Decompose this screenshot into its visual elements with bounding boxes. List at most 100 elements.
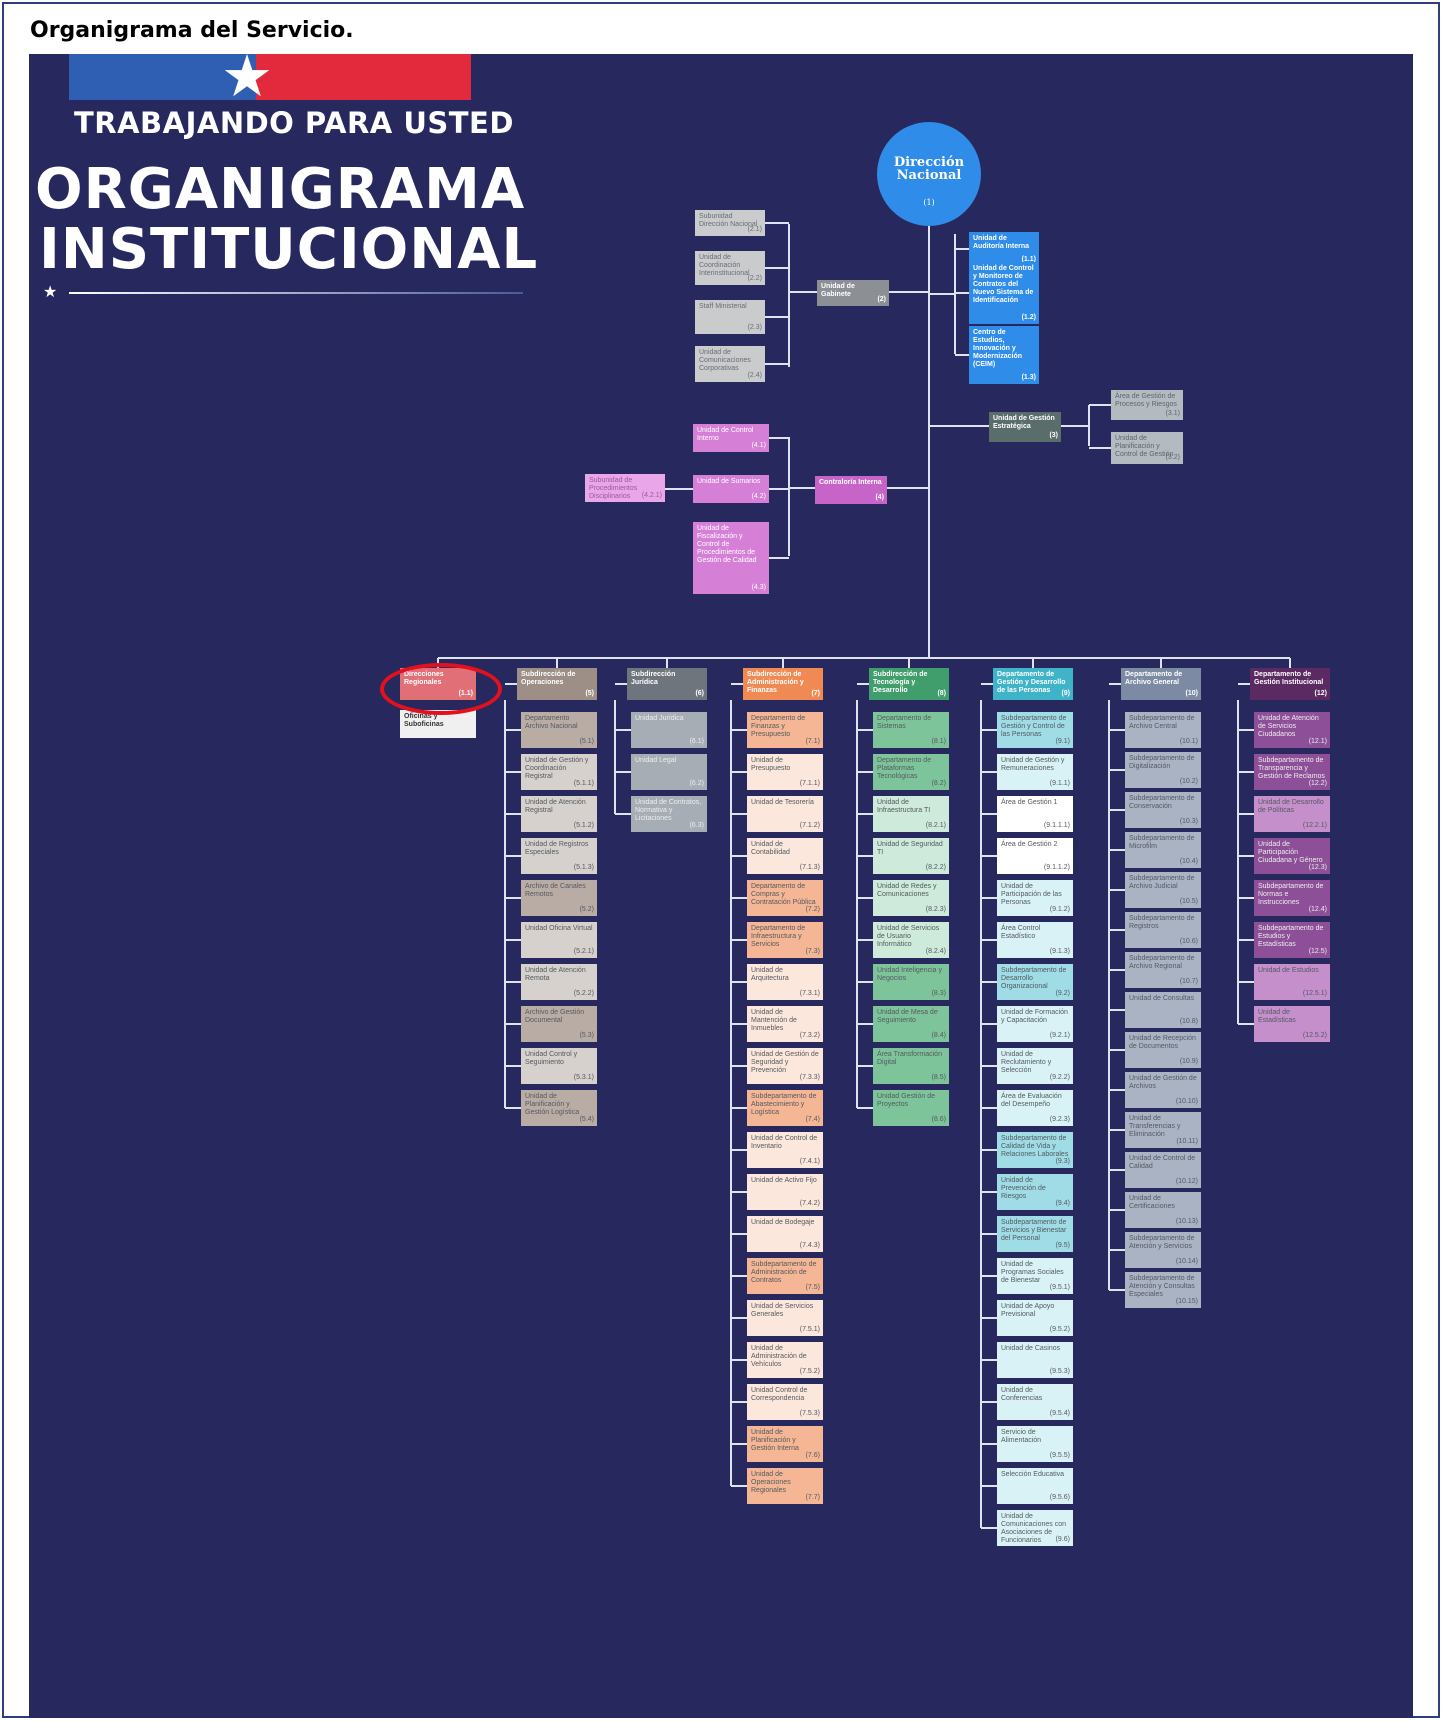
contraloria-node[interactable]: Contraloría Interna(4) bbox=[815, 476, 887, 504]
gestion-child-2[interactable]: Unidad de Planificación y Control de Ges… bbox=[1111, 432, 1183, 464]
gabinete-child-4[interactable]: Unidad de Comunicaciones Corporativas(2.… bbox=[695, 346, 765, 382]
unit-unidad-de-auditoria-interna[interactable]: Unidad de Auditoría Interna(1.1) bbox=[969, 232, 1039, 266]
direccion-nacional-node[interactable]: Dirección Nacional (1) bbox=[877, 122, 981, 226]
unit-unidad-de-registros-especiales[interactable]: Unidad de Registros Especiales(5.1.3) bbox=[521, 838, 597, 874]
gestion-estrategica-node[interactable]: Unidad de Gestión Estratégica(3) bbox=[989, 412, 1061, 442]
unit-departamento-archivo-nacional[interactable]: Departamento Archivo Nacional(5.1) bbox=[521, 712, 597, 748]
unit-unidad-de-recepcion-de-documentos[interactable]: Unidad de Recepción de Documentos(10.9) bbox=[1125, 1032, 1201, 1068]
unit-unidad-de-servicios-generales[interactable]: Unidad de Servicios Generales(7.5.1) bbox=[747, 1300, 823, 1336]
gestion-child-1[interactable]: Área de Gestión de Procesos y Riesgos(3.… bbox=[1111, 390, 1183, 420]
unit-departamento-de-infraestructura-y-servicios[interactable]: Departamento de Infraestructura y Servic… bbox=[747, 922, 823, 958]
unit-unidad-de-transferencias-y-eliminacion[interactable]: Unidad de Transferencias y Eliminación(1… bbox=[1125, 1112, 1201, 1148]
unit-unidad-de-formacion-y-capacitacion[interactable]: Unidad de Formación y Capacitación(9.2.1… bbox=[997, 1006, 1073, 1042]
unit-unidad-de-tesoreria[interactable]: Unidad de Tesorería(7.1.2) bbox=[747, 796, 823, 832]
unit-unidad-de-mesa-de-seguimiento[interactable]: Unidad de Mesa de Seguimiento(8.4) bbox=[873, 1006, 949, 1042]
unit-unidad-de-seguridad-ti[interactable]: Unidad de Seguridad TI(8.2.2) bbox=[873, 838, 949, 874]
unit-subdepartamento-de-abastecimiento-y-logistica[interactable]: Subdepartamento de Abastecimiento y Logí… bbox=[747, 1090, 823, 1126]
unit-unidad-de-estudios[interactable]: Unidad de Estudios(12.5.1) bbox=[1254, 964, 1330, 1000]
unit-subdepartamento-de-archivo-regional[interactable]: Subdepartamento de Archivo Regional(10.7… bbox=[1125, 952, 1201, 988]
unit-unidad-de-desarrollo-de-politicas[interactable]: Unidad de Desarrollo de Políticas(12.2.1… bbox=[1254, 796, 1330, 832]
unit-centro-de-estudios-innovacion-y-modernizacion-ceim[interactable]: Centro de Estudios, Innovación y Moderni… bbox=[969, 326, 1039, 384]
unit-unidad-juridica[interactable]: Unidad Jurídica(6.1) bbox=[631, 712, 707, 748]
unit-subdepartamento-de-conservacion[interactable]: Subdepartamento de Conservación(10.3) bbox=[1125, 792, 1201, 828]
unit-unidad-de-participacion-de-las-personas[interactable]: Unidad de Participación de las Personas(… bbox=[997, 880, 1073, 916]
unit-unidad-de-atencion-de-servicios-ciudadanos[interactable]: Unidad de Atención de Servicios Ciudadan… bbox=[1254, 712, 1330, 748]
unit-seleccion-educativa[interactable]: Selección Educativa(9.5.6) bbox=[997, 1468, 1073, 1504]
unit-subdepartamento-de-administracion-de-contratos[interactable]: Subdepartamento de Administración de Con… bbox=[747, 1258, 823, 1294]
unit-unidad-de-conferencias[interactable]: Unidad de Conferencias(9.5.4) bbox=[997, 1384, 1073, 1420]
division-departamento-de-gestion-institucional[interactable]: Departamento de Gestión Institucional(12… bbox=[1250, 668, 1330, 700]
unit-unidad-de-participacion-ciudadana-y-genero[interactable]: Unidad de Participación Ciudadana y Géne… bbox=[1254, 838, 1330, 874]
unit-archivo-de-gestion-documental[interactable]: Archivo de Gestión Documental(5.3) bbox=[521, 1006, 597, 1042]
unit-unidad-de-administracion-de-vehiculos[interactable]: Unidad de Administración de Vehículos(7.… bbox=[747, 1342, 823, 1378]
division-subdireccion-de-tecnologia-y-desarrollo[interactable]: Subdirección de Tecnología y Desarrollo(… bbox=[869, 668, 949, 700]
unit-subdepartamento-de-atencion-y-servicios[interactable]: Subdepartamento de Atención y Servicios(… bbox=[1125, 1232, 1201, 1268]
gabinete-child-1[interactable]: Subunidad Dirección Nacional(2.1) bbox=[695, 210, 765, 236]
unit-unidad-de-control-de-calidad[interactable]: Unidad de Control de Calidad(10.12) bbox=[1125, 1152, 1201, 1188]
gabinete-child-2[interactable]: Unidad de Coordinación Interinstituciona… bbox=[695, 251, 765, 285]
contraloria-child-2[interactable]: Unidad de Sumarios(4.2) bbox=[693, 475, 769, 503]
unit-unidad-gestion-de-proyectos[interactable]: Unidad Gestión de Proyectos(8.6) bbox=[873, 1090, 949, 1126]
unit-area-de-evaluacion-del-desempeno[interactable]: Área de Evaluación del Desempeño(9.2.3) bbox=[997, 1090, 1073, 1126]
unit-unidad-de-redes-y-comunicaciones[interactable]: Unidad de Redes y Comunicaciones(8.2.3) bbox=[873, 880, 949, 916]
unit-unidad-legal[interactable]: Unidad Legal(6.2) bbox=[631, 754, 707, 790]
division-subdireccion-juridica[interactable]: Subdirección Jurídica(6) bbox=[627, 668, 707, 700]
unit-unidad-de-certificaciones[interactable]: Unidad de Certificaciones(10.13) bbox=[1125, 1192, 1201, 1228]
contraloria-extra[interactable]: Subunidad de Procedimientos Disciplinari… bbox=[585, 474, 665, 502]
unit-unidad-de-estadisticas[interactable]: Unidad de Estadísticas(12.5.2) bbox=[1254, 1006, 1330, 1042]
division-subdireccion-de-administracion-y-finanzas[interactable]: Subdirección de Administración y Finanza… bbox=[743, 668, 823, 700]
unit-unidad-oficina-virtual[interactable]: Unidad Oficina Virtual(5.2.1) bbox=[521, 922, 597, 958]
unit-subdepartamento-de-registros[interactable]: Subdepartamento de Registros(10.6) bbox=[1125, 912, 1201, 948]
unit-subdepartamento-de-gestion-y-control-de-las-personas[interactable]: Subdepartamento de Gestión y Control de … bbox=[997, 712, 1073, 748]
unit-area-control-estadistico[interactable]: Área Control Estadístico(9.1.3) bbox=[997, 922, 1073, 958]
unit-subdepartamento-de-desarrollo-organizacional[interactable]: Subdepartamento de Desarrollo Organizaci… bbox=[997, 964, 1073, 1000]
division-subdireccion-de-operaciones[interactable]: Subdirección de Operaciones(5) bbox=[517, 668, 597, 700]
unit-unidad-inteligencia-y-negocios[interactable]: Unidad Inteligencia y Negocios(8.3) bbox=[873, 964, 949, 1000]
unit-departamento-de-sistemas[interactable]: Departamento de Sistemas(8.1) bbox=[873, 712, 949, 748]
unit-unidad-de-infraestructura-ti[interactable]: Unidad de Infraestructura TI(8.2.1) bbox=[873, 796, 949, 832]
unit-unidad-de-mantencion-de-inmuebles[interactable]: Unidad de Mantención de Inmuebles(7.3.2) bbox=[747, 1006, 823, 1042]
unit-departamento-de-compras-y-contratacion-publica[interactable]: Departamento de Compras y Contratación P… bbox=[747, 880, 823, 916]
unit-servicio-de-alimentacion[interactable]: Servicio de Alimentación(9.5.5) bbox=[997, 1426, 1073, 1462]
unit-unidad-de-gestion-y-coordinacion-registral[interactable]: Unidad de Gestión y Coordinación Registr… bbox=[521, 754, 597, 790]
unit-subdepartamento-de-digitalizacion[interactable]: Subdepartamento de Digitalización(10.2) bbox=[1125, 752, 1201, 788]
unit-unidad-de-planificacion-y-gestion-interna[interactable]: Unidad de Planificación y Gestión Intern… bbox=[747, 1426, 823, 1462]
unit-subdepartamento-de-servicios-y-bienestar-del-personal[interactable]: Subdepartamento de Servicios y Bienestar… bbox=[997, 1216, 1073, 1252]
unit-unidad-de-contabilidad[interactable]: Unidad de Contabilidad(7.1.3) bbox=[747, 838, 823, 874]
unit-unidad-de-operaciones-regionales[interactable]: Unidad de Operaciones Regionales(7.7) bbox=[747, 1468, 823, 1504]
division-departamento-de-gestion-y-desarrollo-de-las-personas[interactable]: Departamento de Gestión y Desarrollo de … bbox=[993, 668, 1073, 700]
contraloria-child-3[interactable]: Unidad de Fiscalización y Control de Pro… bbox=[693, 522, 769, 594]
unit-unidad-de-gestion-de-seguridad-y-prevencion[interactable]: Unidad de Gestión de Seguridad y Prevenc… bbox=[747, 1048, 823, 1084]
unit-subdepartamento-de-microfilm[interactable]: Subdepartamento de Microfilm(10.4) bbox=[1125, 832, 1201, 868]
division-departamento-de-archivo-general[interactable]: Departamento de Archivo General(10) bbox=[1121, 668, 1201, 700]
unit-area-transformacion-digital[interactable]: Área Transformación Digital(8.5) bbox=[873, 1048, 949, 1084]
gabinete-child-3[interactable]: Staff Ministerial(2.3) bbox=[695, 300, 765, 334]
unit-unidad-de-reclutamiento-y-seleccion[interactable]: Unidad de Reclutamiento y Selección(9.2.… bbox=[997, 1048, 1073, 1084]
unit-unidad-de-atencion-remota[interactable]: Unidad de Atención Remota(5.2.2) bbox=[521, 964, 597, 1000]
unit-archivo-de-canales-remotos[interactable]: Archivo de Canales Remotos(5.2) bbox=[521, 880, 597, 916]
unit-subdepartamento-de-archivo-central[interactable]: Subdepartamento de Archivo Central(10.1) bbox=[1125, 712, 1201, 748]
unit-unidad-de-comunicaciones-con-asociaciones-de-funcionarios[interactable]: Unidad de Comunicaciones con Asociacione… bbox=[997, 1510, 1073, 1546]
unit-unidad-de-programas-sociales-de-bienestar[interactable]: Unidad de Programas Sociales de Bienesta… bbox=[997, 1258, 1073, 1294]
unit-unidad-de-servicios-de-usuario-informatico[interactable]: Unidad de Servicios de Usuario Informáti… bbox=[873, 922, 949, 958]
unit-unidad-de-gestion-y-remuneraciones[interactable]: Unidad de Gestión y Remuneraciones(9.1.1… bbox=[997, 754, 1073, 790]
unit-unidad-de-presupuesto[interactable]: Unidad de Presupuesto(7.1.1) bbox=[747, 754, 823, 790]
unit-subdepartamento-de-archivo-judicial[interactable]: Subdepartamento de Archivo Judicial(10.5… bbox=[1125, 872, 1201, 908]
contraloria-child-1[interactable]: Unidad de Control Interno(4.1) bbox=[693, 424, 769, 452]
unit-departamento-de-plataformas-tecnologicas[interactable]: Departamento de Plataformas Tecnológicas… bbox=[873, 754, 949, 790]
unit-unidad-de-atencion-registral[interactable]: Unidad de Atención Registral(5.1.2) bbox=[521, 796, 597, 832]
gabinete-node[interactable]: Unidad de Gabinete(2) bbox=[817, 280, 889, 306]
unit-departamento-de-finanzas-y-presupuesto[interactable]: Departamento de Finanzas y Presupuesto(7… bbox=[747, 712, 823, 748]
unit-subdepartamento-de-transparencia-y-gestion-de-reclamos[interactable]: Subdepartamento de Transparencia y Gesti… bbox=[1254, 754, 1330, 790]
unit-unidad-de-consultas[interactable]: Unidad de Consultas(10.8) bbox=[1125, 992, 1201, 1028]
unit-unidad-de-control-de-inventario[interactable]: Unidad de Control de Inventario(7.4.1) bbox=[747, 1132, 823, 1168]
unit-subdepartamento-de-atencion-y-consultas-especiales[interactable]: Subdepartamento de Atención y Consultas … bbox=[1125, 1272, 1201, 1308]
unit-unidad-de-contratos-normativa-y-licitaciones[interactable]: Unidad de Contratos, Normativa y Licitac… bbox=[631, 796, 707, 832]
unit-unidad-control-de-correspondencia[interactable]: Unidad Control de Correspondencia(7.5.3) bbox=[747, 1384, 823, 1420]
unit-unidad-de-gestion-de-archivos[interactable]: Unidad de Gestión de Archivos(10.10) bbox=[1125, 1072, 1201, 1108]
unit-subdepartamento-de-estudios-y-estadisticas[interactable]: Subdepartamento de Estudios y Estadístic… bbox=[1254, 922, 1330, 958]
unit-unidad-de-bodegaje[interactable]: Unidad de Bodegaje(7.4.3) bbox=[747, 1216, 823, 1252]
unit-unidad-de-arquitectura[interactable]: Unidad de Arquitectura(7.3.1) bbox=[747, 964, 823, 1000]
unit-subdepartamento-de-calidad-de-vida-y-relaciones-laborales[interactable]: Subdepartamento de Calidad de Vida y Rel… bbox=[997, 1132, 1073, 1168]
unit-unidad-de-prevencion-de-riesgos[interactable]: Unidad de Prevención de Riesgos(9.4) bbox=[997, 1174, 1073, 1210]
